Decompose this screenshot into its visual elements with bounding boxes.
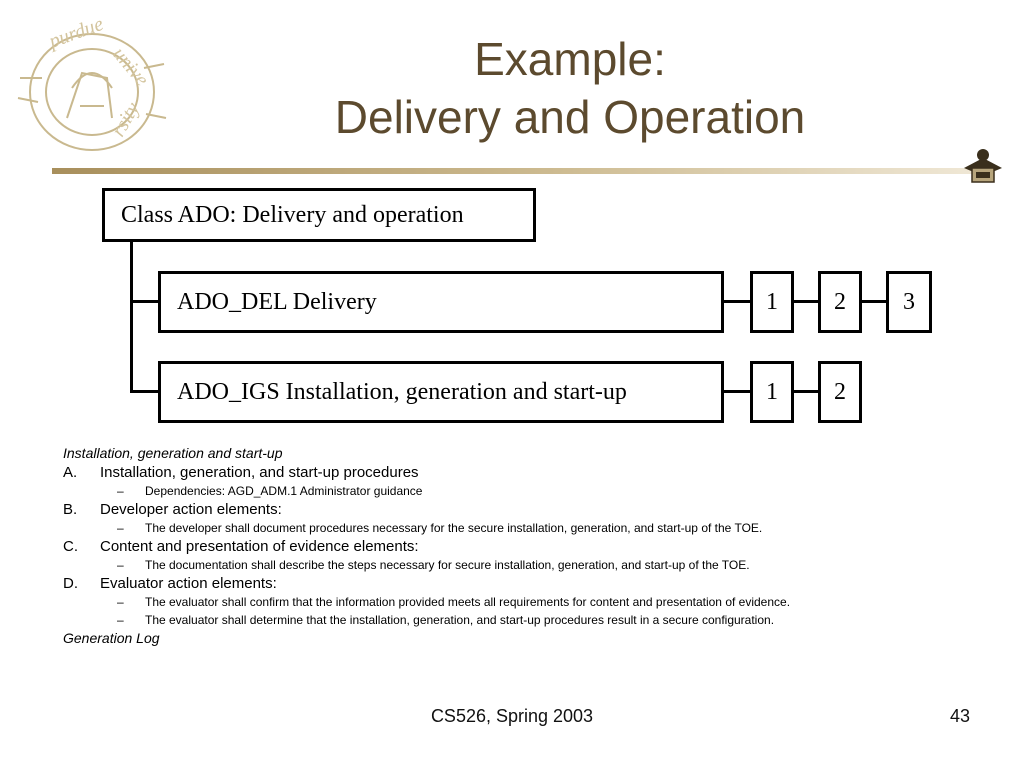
- sub-item-text: Dependencies: AGD_ADM.1 Administrator gu…: [145, 484, 423, 498]
- item-letter: B.: [63, 501, 78, 518]
- dash-bullet: –: [117, 484, 124, 498]
- level-box: 2: [818, 271, 862, 333]
- dash-bullet: –: [117, 595, 124, 609]
- level-box: 2: [818, 361, 862, 423]
- level-box: 3: [886, 271, 932, 333]
- item-letter: D.: [63, 575, 78, 592]
- item-letter: A.: [63, 464, 78, 481]
- level-connector: [862, 300, 886, 303]
- tree-connector-branch-2: [130, 390, 160, 393]
- footer-course: CS526, Spring 2003: [430, 706, 594, 726]
- sub-item: – The developer shall document procedures…: [63, 519, 963, 537]
- tree-connector-vertical: [130, 242, 133, 392]
- list-item: C. Content and presentation of evidence e…: [63, 537, 963, 556]
- class-box-label: Class ADO: Delivery and operation: [121, 202, 464, 228]
- level-connector: [794, 300, 818, 303]
- list-item: A. Installation, generation, and start-up…: [63, 463, 963, 482]
- section-footer-heading: Generation Log: [63, 630, 160, 646]
- level-box: 1: [750, 271, 794, 333]
- item-text: Developer action elements:: [100, 501, 282, 518]
- title-divider: [52, 168, 972, 174]
- dash-bullet: –: [117, 521, 124, 535]
- level-label: 2: [834, 289, 846, 315]
- slide-body: Installation, generation and start-up A.…: [63, 444, 963, 648]
- sub-item-text: The evaluator shall confirm that the inf…: [145, 595, 791, 609]
- level-connector: [794, 390, 818, 393]
- family-box: ADO_DEL Delivery: [158, 271, 724, 333]
- level-box: 1: [750, 361, 794, 423]
- tree-connector-branch-1: [130, 300, 160, 303]
- title-line-1: Example:: [474, 33, 666, 85]
- dash-bullet: –: [117, 613, 124, 627]
- sub-item: – The documentation shall describe the st…: [63, 556, 963, 574]
- page-number: 43: [949, 706, 970, 726]
- sub-item: – Dependencies: AGD_ADM.1 Administrator g…: [63, 482, 963, 500]
- level-connector: [724, 300, 750, 303]
- title-line-2: Delivery and Operation: [334, 91, 806, 143]
- level-label: 3: [903, 289, 915, 315]
- dash-bullet: –: [117, 558, 124, 572]
- level-label: 1: [766, 379, 778, 405]
- level-connector: [724, 390, 750, 393]
- section-heading: Installation, generation and start-up: [63, 445, 283, 461]
- sub-item-text: The developer shall document procedures …: [145, 521, 763, 535]
- sub-item: – The evaluator shall confirm that the in…: [63, 593, 963, 611]
- university-seal-icon: purdue unive rsity: [12, 13, 170, 164]
- slide-title: Example: Delivery and Operation: [250, 30, 890, 146]
- list-item: D. Evaluator action elements:: [63, 574, 963, 593]
- family-box: ADO_IGS Installation, generation and sta…: [158, 361, 724, 423]
- sub-item-text: The evaluator shall determine that the i…: [145, 613, 775, 627]
- family-label: ADO_DEL Delivery: [177, 289, 377, 315]
- sub-item: – The evaluator shall determine that the …: [63, 611, 963, 629]
- sub-item-text: The documentation shall describe the ste…: [145, 558, 750, 572]
- list-item: B. Developer action elements:: [63, 500, 963, 519]
- level-label: 2: [834, 379, 846, 405]
- class-box: Class ADO: Delivery and operation: [102, 188, 536, 242]
- svg-text:purdue: purdue: [44, 18, 106, 53]
- item-text: Evaluator action elements:: [100, 575, 277, 592]
- family-label: ADO_IGS Installation, generation and sta…: [177, 379, 627, 405]
- item-text: Installation, generation, and start-up p…: [100, 464, 419, 481]
- level-label: 1: [766, 289, 778, 315]
- mascot-logo-icon: [960, 146, 1006, 188]
- item-letter: C.: [63, 538, 78, 555]
- item-text: Content and presentation of evidence ele…: [100, 538, 419, 555]
- svg-text:rsity: rsity: [107, 99, 144, 141]
